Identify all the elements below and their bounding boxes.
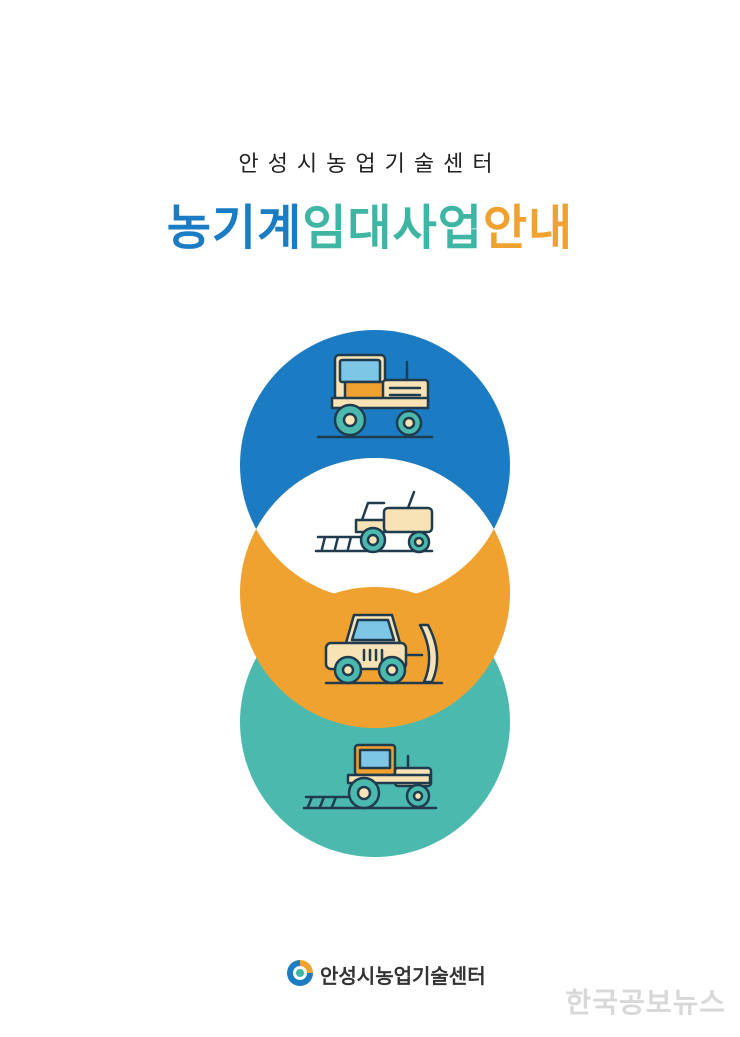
title-part-rental-program: 임대사업 (302, 200, 483, 256)
cultivator-tractor-icon (314, 490, 434, 554)
footer-organization: 안성시농업기술센터 (320, 964, 486, 988)
page-title: 농기계임대사업안내 (0, 188, 740, 258)
tractor-plow-icon (302, 743, 438, 810)
agri-center-logo-icon (287, 960, 313, 986)
tractor-icon (316, 353, 434, 439)
watermark: 한국공보뉴스 (565, 986, 726, 1019)
title-part-guide: 안내 (482, 200, 574, 256)
organization-subtitle: 안성시농업기술센터 (238, 152, 502, 177)
bulldozer-icon (324, 613, 444, 685)
title-part-farm-machinery: 농기계 (166, 200, 303, 256)
